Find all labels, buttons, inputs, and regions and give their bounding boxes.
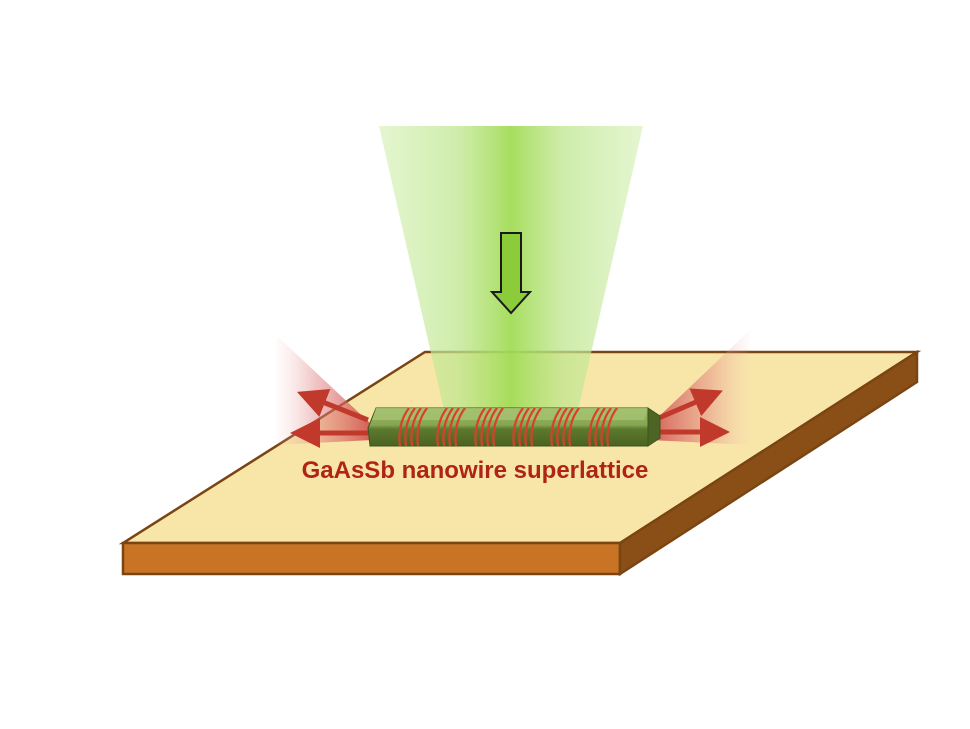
superlattice-band-5: [436, 407, 448, 447]
superlattice-band-22: [594, 407, 606, 447]
superlattice-band-7: [448, 407, 460, 447]
superlattice-band-4: [416, 407, 428, 447]
superlattice-band-1: [398, 407, 410, 447]
superlattice-band-12: [492, 407, 504, 447]
down-arrow-icon: [489, 232, 533, 315]
substrate-side-face: [618, 349, 919, 577]
nanowire-end-cap: [647, 407, 661, 447]
superlattice-band-16: [530, 407, 542, 447]
superlattice-band-20: [568, 407, 580, 447]
emission-glow-right: [650, 330, 750, 445]
superlattice-band-3: [410, 407, 422, 447]
superlattice-band-23: [600, 407, 612, 447]
emission-glow-left: [276, 335, 372, 445]
superlattice-band-9: [474, 407, 486, 447]
emission-arrow-right-up: [653, 388, 723, 423]
superlattice-band-14: [518, 407, 530, 447]
superlattice-band-15: [524, 407, 536, 447]
superlattice-band-11: [486, 407, 498, 447]
superlattice-band-6: [442, 407, 454, 447]
superlattice-band-24: [606, 407, 618, 447]
superlattice-band-17: [550, 407, 562, 447]
nanowire-label: GaAsSb nanowire superlattice: [302, 457, 649, 484]
superlattice-band-13: [512, 407, 524, 447]
superlattice-band-18: [556, 407, 568, 447]
right-arrow-icon: [653, 388, 730, 447]
superlattice-band-8: [454, 407, 466, 447]
right-arrow-icon: [290, 388, 369, 448]
substrate-front-face: [121, 541, 622, 576]
nanowire: [367, 407, 661, 447]
emission-arrow-left-up: [296, 388, 369, 423]
superlattice-band-19: [562, 407, 574, 447]
superlattice-band-10: [480, 407, 492, 447]
superlattice-band-2: [404, 407, 416, 447]
superlattice-band-21: [588, 407, 600, 447]
superlattice-bands: [398, 407, 618, 447]
